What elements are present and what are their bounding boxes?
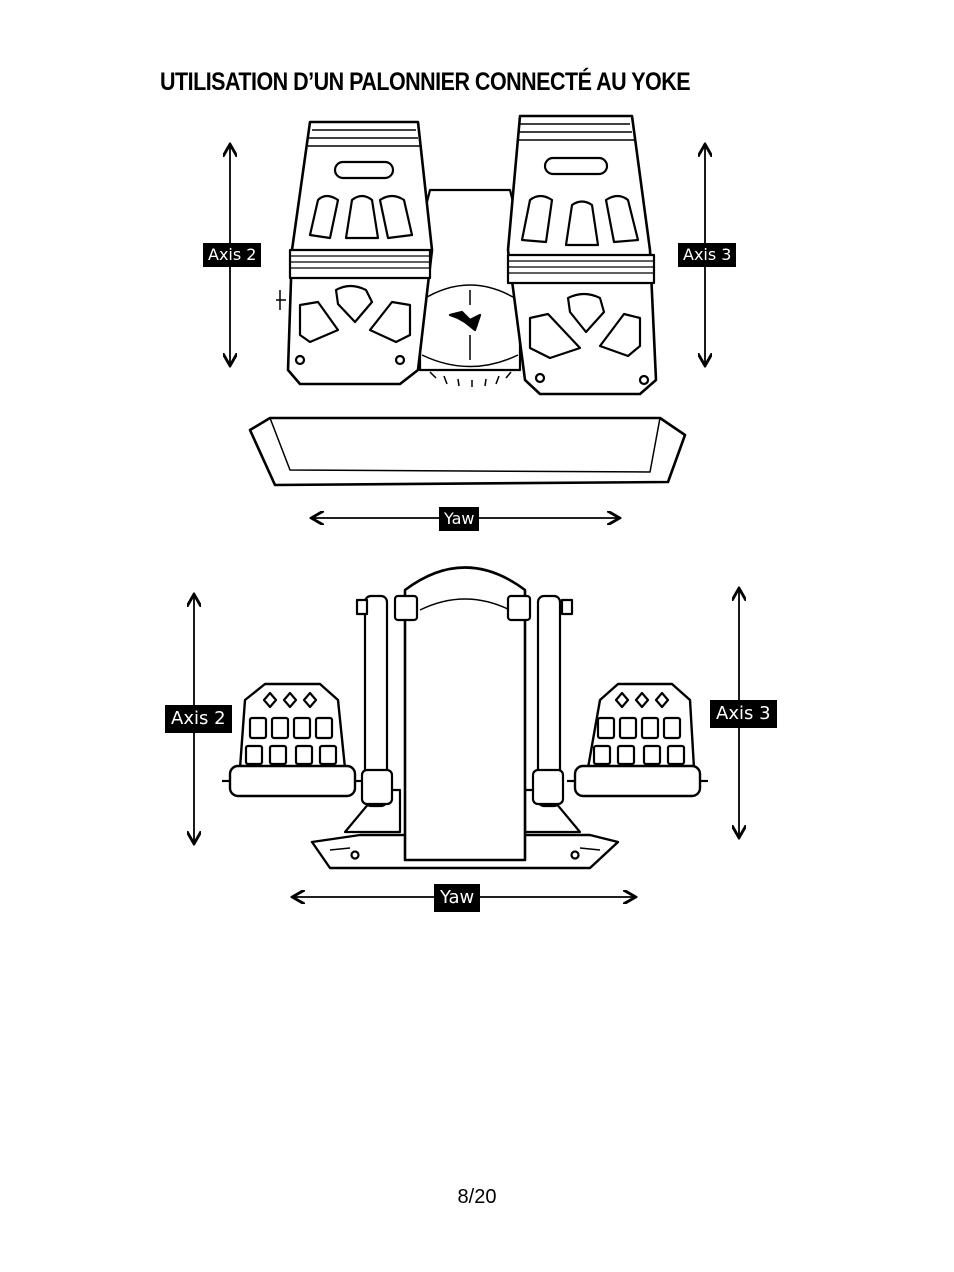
axis-3-label-bottom: Axis 3 [710, 700, 777, 728]
bottom-pedals-drawing [222, 566, 708, 870]
axis-3-label-top: Axis 3 [678, 243, 737, 267]
top-pedals-drawing [248, 114, 687, 487]
page-number: 8/20 [457, 1186, 497, 1208]
page-title: UTILISATION D’UN PALONNIER CONNECTÉ AU Y… [160, 68, 691, 96]
axis-2-label-bottom: Axis 2 [165, 705, 232, 733]
yaw-label-bottom: Yaw [434, 884, 481, 912]
yaw-label-top: Yaw [439, 507, 480, 531]
axis-2-label-top: Axis 2 [203, 243, 262, 267]
